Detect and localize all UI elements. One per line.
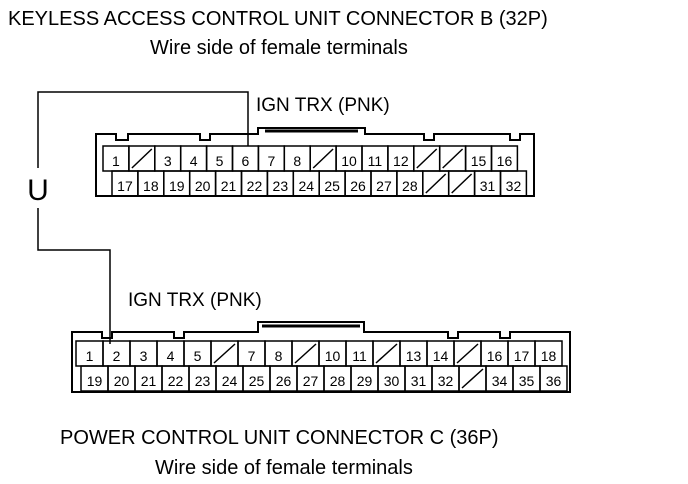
terminal-number: 17: [514, 348, 530, 364]
terminal-number: 4: [190, 153, 198, 169]
unused-terminal-slash: [456, 343, 479, 364]
connector-c: [71, 321, 571, 393]
unused-terminal-slash: [131, 148, 153, 169]
connector-b: [95, 127, 535, 197]
terminal-number: 22: [168, 373, 184, 389]
terminal-number: 15: [471, 153, 487, 169]
continuity-wire: [37, 91, 249, 344]
terminal-number: 22: [247, 178, 263, 194]
terminal-number: 21: [221, 178, 237, 194]
terminal-number: 30: [384, 373, 400, 389]
terminal-number: 28: [330, 373, 346, 389]
connector-b-wire-label: IGN TRX (PNK): [256, 95, 390, 116]
terminal-number: 5: [194, 348, 202, 364]
terminal-number: 10: [325, 348, 341, 364]
terminal-number: 4: [167, 348, 175, 364]
continuity-symbol: U: [27, 174, 49, 207]
terminal-number: 31: [480, 178, 496, 194]
terminal-number: 35: [519, 373, 535, 389]
terminal-number: 2: [113, 348, 121, 364]
terminal-number: 27: [303, 373, 319, 389]
terminal-number: 28: [402, 178, 418, 194]
terminal-number: 7: [248, 348, 256, 364]
terminal-number: 31: [411, 373, 427, 389]
terminal-number: 11: [368, 153, 383, 169]
terminal-number: 19: [87, 373, 103, 389]
terminal-number: 21: [141, 373, 157, 389]
terminal-number: 23: [195, 373, 211, 389]
unused-terminal-slash: [461, 368, 484, 389]
terminal-number: 25: [249, 373, 265, 389]
terminal-number: 7: [267, 153, 275, 169]
terminal-number: 16: [497, 153, 513, 169]
terminal-number: 20: [195, 178, 211, 194]
terminal-number: 25: [324, 178, 340, 194]
connector-b-terminals: 1 3 4 5 6 7 8 10 11 12 15 16 17 18 19 20 21 22 23 24 25 26 27 2…: [102, 145, 528, 197]
unused-terminal-slash: [213, 343, 236, 364]
unused-terminal-slash: [375, 343, 398, 364]
terminal-cell: [499, 170, 528, 197]
unused-terminal-slash: [294, 343, 317, 364]
terminal-number: 12: [393, 153, 409, 169]
terminal-number: 23: [273, 178, 289, 194]
terminal-number: 18: [541, 348, 557, 364]
connector-c-title: POWER CONTROL UNIT CONNECTOR C (36P): [60, 427, 499, 449]
terminal-number: 3: [164, 153, 172, 169]
terminal-number: 20: [114, 373, 130, 389]
terminal-number: 27: [376, 178, 392, 194]
terminal-number: 36: [546, 373, 562, 389]
terminal-number: 5: [216, 153, 224, 169]
terminal-number: 26: [276, 373, 292, 389]
terminal-number: 34: [492, 373, 508, 389]
terminal-number: 17: [117, 178, 133, 194]
connector-c-subtitle: Wire side of female terminals: [155, 457, 413, 479]
terminal-number: 24: [222, 373, 238, 389]
terminal-number: 1: [112, 153, 120, 169]
connector-b-subtitle: Wire side of female terminals: [150, 37, 408, 59]
terminal-number: 13: [406, 348, 422, 364]
unused-terminal-slash: [425, 173, 447, 194]
connector-b-title: KEYLESS ACCESS CONTROL UNIT CONNECTOR B …: [8, 8, 548, 30]
terminal-number: 14: [433, 348, 449, 364]
terminal-number: 1: [86, 348, 94, 364]
terminal-cell: [539, 365, 568, 392]
terminal-number: 29: [357, 373, 373, 389]
unused-terminal-slash: [442, 148, 464, 169]
terminal-number: 32: [438, 373, 454, 389]
terminal-number: 24: [298, 178, 314, 194]
terminal-number: 32: [506, 178, 522, 194]
terminal-number: 10: [341, 153, 357, 169]
terminal-number: 3: [140, 348, 148, 364]
terminal-number: 16: [487, 348, 503, 364]
unused-terminal-slash: [451, 173, 473, 194]
terminal-number: 26: [350, 178, 366, 194]
terminal-number: 6: [242, 153, 250, 169]
connector-c-wire-label: IGN TRX (PNK): [128, 290, 262, 311]
terminal-number: 11: [352, 348, 367, 364]
unused-terminal-slash: [312, 148, 334, 169]
terminal-number: 8: [293, 153, 301, 169]
terminal-number: 8: [275, 348, 283, 364]
terminal-number: 19: [169, 178, 185, 194]
unused-terminal-slash: [416, 148, 438, 169]
terminal-number: 18: [143, 178, 159, 194]
